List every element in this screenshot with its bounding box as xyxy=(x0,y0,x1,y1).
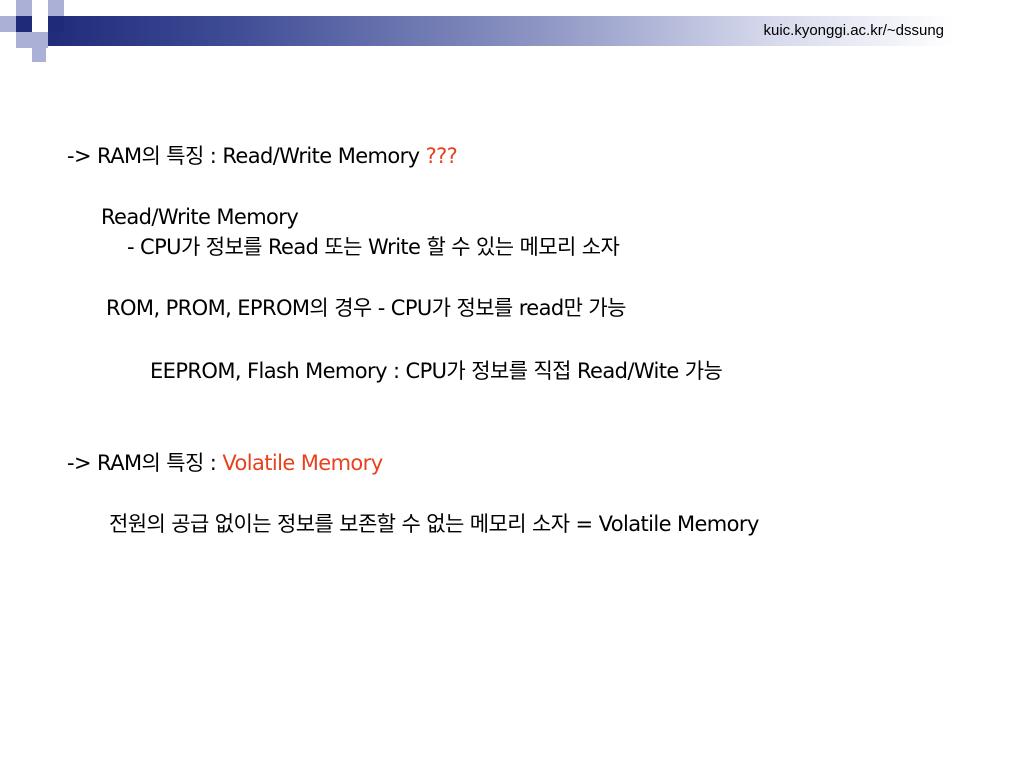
ram-volatile-heading-text: -> RAM의 특징 : xyxy=(67,451,223,475)
rw-description: - CPU가 정보를 Read 또는 Write 할 수 있는 메모리 소자 xyxy=(127,235,620,259)
ram-rw-heading-text: -> RAM의 특징 : Read/Write Memory xyxy=(67,144,426,168)
header-url: kuic.kyonggi.ac.kr/~dssung xyxy=(763,22,944,39)
eeprom-line: EEPROM, Flash Memory : CPU가 정보를 직접 Read/… xyxy=(150,359,723,383)
corner-square xyxy=(16,32,32,48)
header-gradient-bar xyxy=(40,16,954,46)
corner-square xyxy=(0,16,16,32)
ram-volatile-heading: -> RAM의 특징 : Volatile Memory xyxy=(67,449,383,477)
corner-square xyxy=(32,16,48,32)
corner-square xyxy=(16,0,32,16)
volatile-term: Volatile Memory xyxy=(222,451,383,475)
volatile-description: 전원의 공급 없이는 정보를 보존할 수 없는 메모리 소자 = Volatil… xyxy=(109,512,759,536)
corner-square xyxy=(32,32,48,48)
corner-square xyxy=(32,48,46,62)
question-marks: ??? xyxy=(425,144,458,168)
corner-square xyxy=(16,16,32,32)
ram-rw-heading: -> RAM의 특징 : Read/Write Memory ??? xyxy=(67,142,458,170)
corner-square xyxy=(48,16,64,32)
corner-square xyxy=(48,0,64,16)
rom-line: ROM, PROM, EPROM의 경우 - CPU가 정보를 read만 가능 xyxy=(106,296,626,320)
corner-square xyxy=(0,0,16,16)
rw-title: Read/Write Memory xyxy=(101,205,299,229)
corner-square xyxy=(32,0,48,16)
